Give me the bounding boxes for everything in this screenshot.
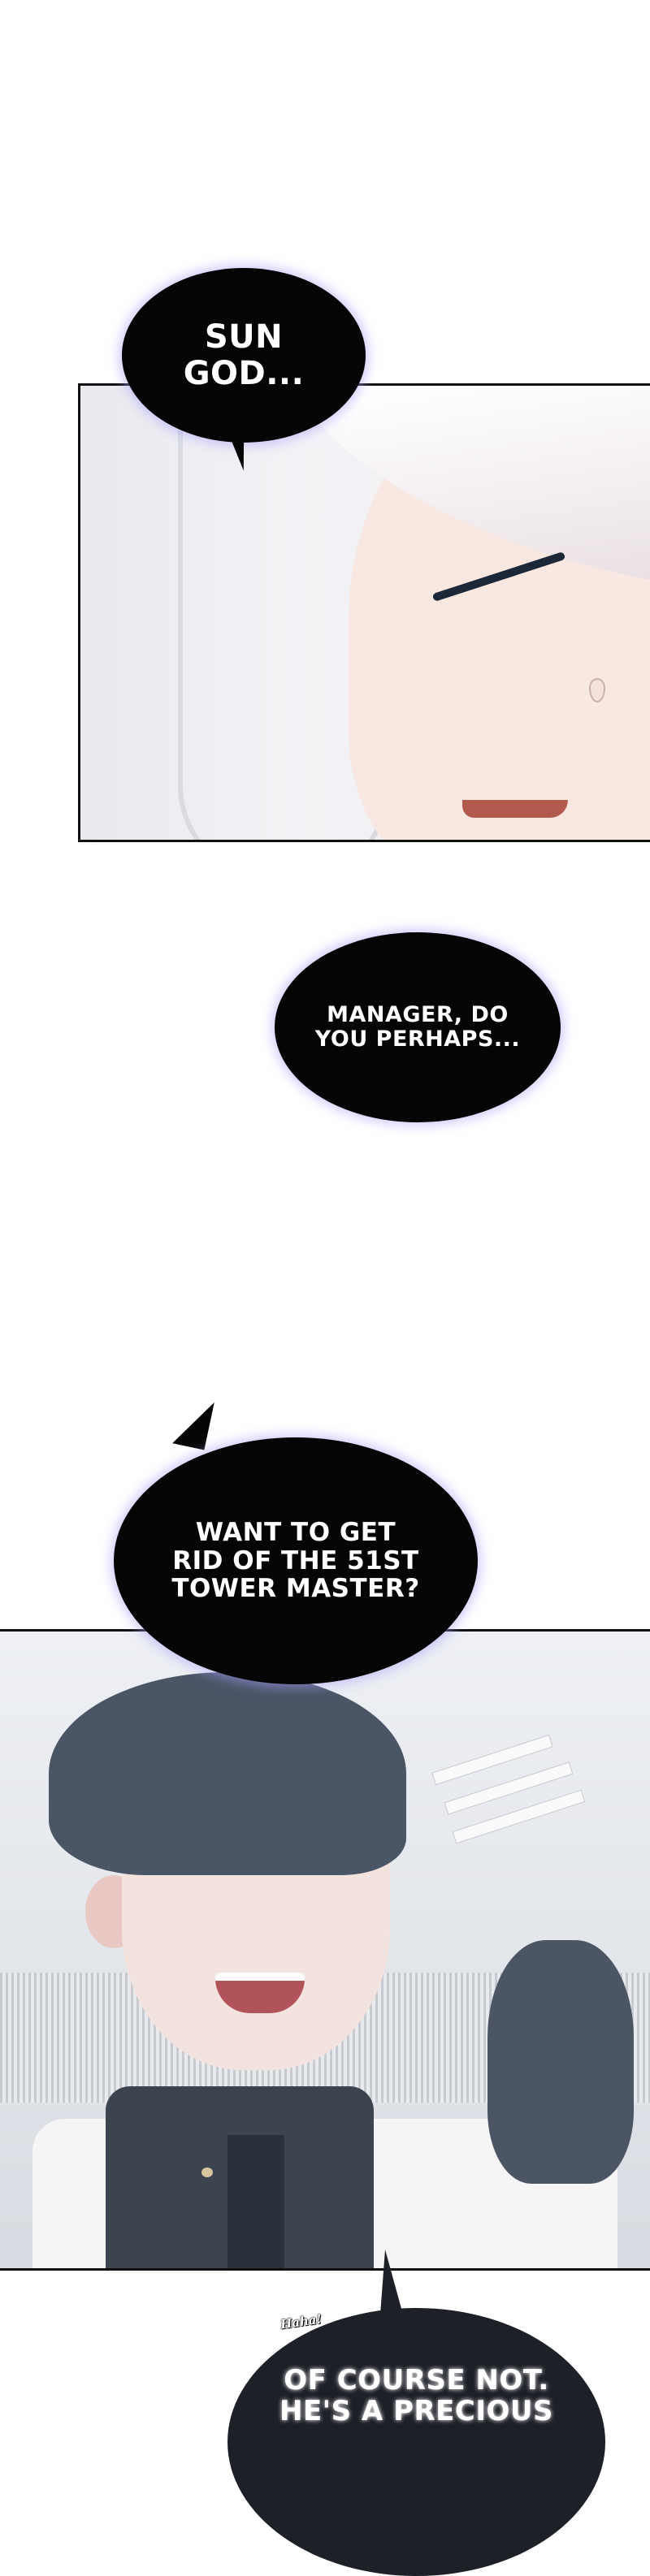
speech-bubble-want: WANT TO GET RID OF THE 51ST TOWER MASTER… <box>114 1437 478 1684</box>
bubble-tail <box>172 1395 214 1450</box>
speech-bubble-manager: MANAGER, DO YOU PERHAPS... <box>275 932 561 1122</box>
speech-bubble-of-course: OF COURSE NOT. HE'S A PRECIOUS <box>228 2308 605 2576</box>
bubble-tail <box>380 2250 403 2315</box>
bubble-text: SUN GOD... <box>183 318 305 392</box>
bubble-text: OF COURSE NOT. HE'S A PRECIOUS <box>280 2364 553 2428</box>
character-mouth <box>462 800 568 818</box>
tie <box>228 2135 284 2268</box>
comic-panel-1 <box>78 383 650 842</box>
bubble-text: MANAGER, DO YOU PERHAPS... <box>314 1001 521 1052</box>
character-mouth <box>215 1973 305 2013</box>
character-hair <box>49 1672 406 1875</box>
gloved-hand <box>488 1940 634 2184</box>
collar-button <box>202 2168 213 2177</box>
comic-panel-2 <box>0 1629 650 2271</box>
sweat-drop-icon <box>589 678 605 702</box>
bubble-text: WANT TO GET RID OF THE 51ST TOWER MASTER… <box>171 1517 420 1604</box>
speech-bubble-sun-god: SUN GOD... <box>122 268 366 443</box>
